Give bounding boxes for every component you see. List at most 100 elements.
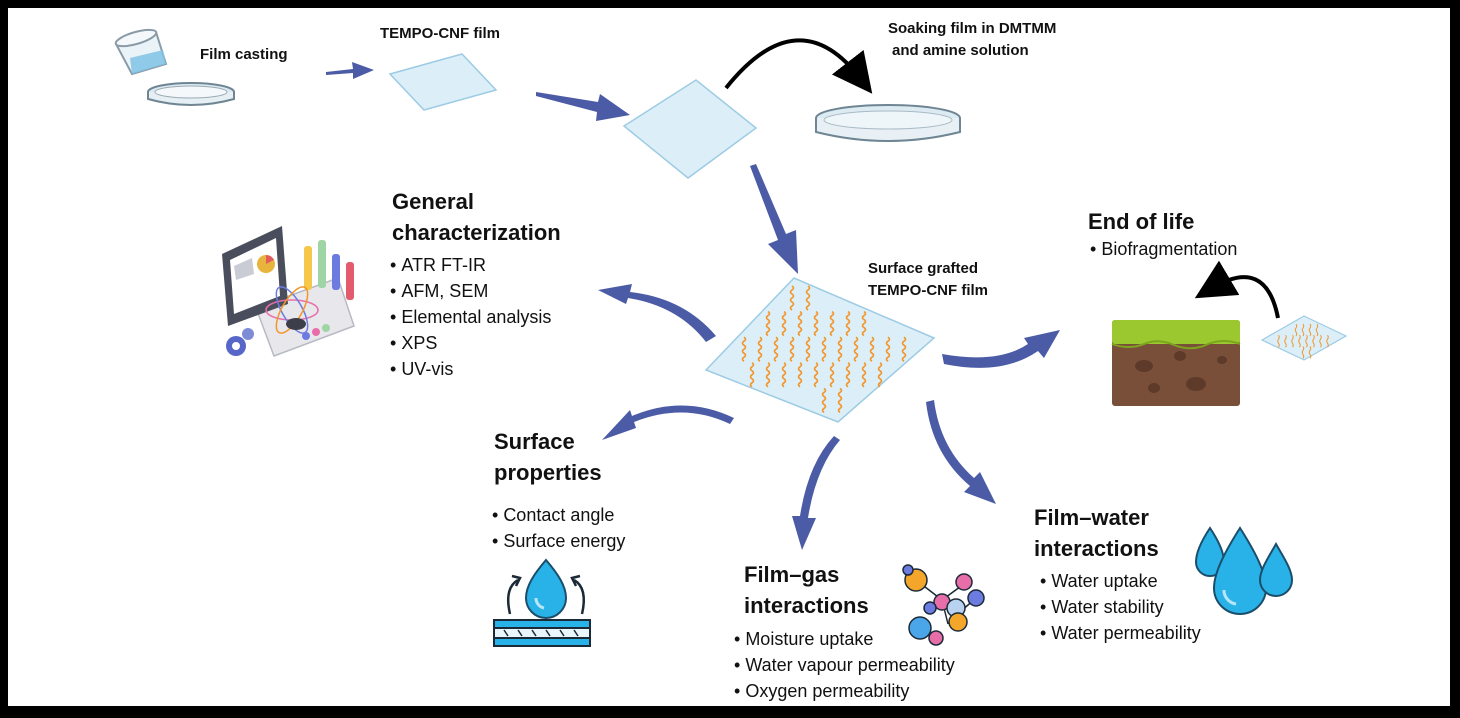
graft-chain: [861, 362, 867, 388]
graft-chain: [1301, 323, 1305, 337]
general-list: ATR FT-IR AFM, SEM Elemental analysis XP…: [390, 252, 551, 382]
graft-chain: [1277, 334, 1280, 348]
grafted-film: [704, 277, 936, 423]
water-item: Water stability: [1040, 594, 1201, 620]
arrow-to-characterization: [598, 284, 716, 342]
graft-chains: [741, 285, 907, 414]
general-title-line1: General: [392, 189, 474, 214]
surface-title-line2: properties: [494, 460, 602, 485]
film-casting-label: Film casting: [200, 46, 288, 63]
arrow-to-soaking-dish: [724, 38, 873, 94]
graft-chain: [901, 336, 907, 362]
arrow-film-to-film: [536, 92, 630, 121]
grafted-label-line1: Surface grafted: [868, 260, 979, 277]
gas-item: Moisture uptake: [734, 626, 955, 652]
graft-chain: [869, 336, 875, 362]
graft-chain: [1326, 334, 1329, 348]
graft-chain: [797, 362, 803, 388]
arrow-to-end-of-life: [942, 330, 1060, 368]
graft-chain: [789, 336, 795, 362]
graft-chain: [1291, 334, 1294, 348]
graft-chain: [821, 336, 827, 362]
grafted-label-line2: TEMPO-CNF film: [868, 282, 988, 299]
general-item: Elemental analysis: [390, 304, 551, 330]
diagram-frame: Film casting TEMPO-CNF film Soaking film…: [6, 6, 1452, 708]
graft-chain: [781, 362, 787, 388]
gas-item: Oxygen permeability: [734, 678, 955, 704]
graft-chain: [781, 310, 787, 337]
water-item: Water permeability: [1040, 620, 1200, 646]
graft-chain: [837, 387, 843, 414]
end-of-life-item: Biofragmentation: [1090, 236, 1237, 262]
graft-chain: [813, 362, 819, 388]
beaker-icon: [114, 28, 168, 76]
graft-chain: [837, 336, 843, 362]
graft-chain: [829, 362, 835, 388]
graft-chain: [885, 336, 891, 362]
graft-chain: [853, 336, 859, 362]
water-drop-icon: [493, 558, 591, 647]
arrow-to-film-gas: [792, 436, 840, 550]
soaking-label-line2: and amine solution: [892, 42, 1029, 59]
graft-chain: [1308, 323, 1312, 337]
graft-chain: [1315, 323, 1319, 337]
graft-chain: [805, 285, 811, 311]
graft-chain: [821, 387, 827, 414]
tempo-film: [388, 53, 498, 111]
graft-chain: [861, 310, 867, 337]
graft-chain: [1301, 346, 1305, 359]
graft-chain: [797, 310, 803, 337]
small-graft-chains: [1277, 323, 1329, 359]
arrow-to-surface-properties: [602, 405, 734, 440]
graft-chain: [1305, 334, 1308, 348]
surface-title-line1: Surface: [494, 429, 575, 454]
surface-item: Surface energy: [492, 528, 625, 554]
graft-chain: [765, 362, 771, 388]
general-item: ATR FT-IR: [390, 252, 551, 278]
arrow-to-film-water: [926, 400, 996, 504]
general-item: XPS: [390, 330, 551, 356]
graft-chain: [741, 336, 747, 362]
gas-item: Water vapour permeability: [734, 652, 954, 678]
gas-title-line2: interactions: [744, 593, 869, 618]
graft-chain: [757, 336, 763, 362]
graft-chain: [1284, 334, 1287, 348]
general-item: UV-vis: [390, 356, 551, 382]
graft-chain: [813, 310, 819, 337]
petri-dish-icon: [147, 82, 235, 106]
graft-chain: [1319, 334, 1322, 348]
general-title-line2: characterization: [392, 220, 561, 245]
soil-icon: [1111, 320, 1241, 406]
graft-chain: [1298, 334, 1301, 348]
end-of-life-title: End of life: [1088, 209, 1195, 234]
soaking-label-line1: Soaking film in DMTMM: [888, 20, 1057, 37]
graft-chain: [1312, 334, 1315, 348]
arrow-to-soil: [1194, 260, 1280, 319]
end-of-life-list: Biofragmentation: [1090, 236, 1237, 262]
analytics-computer-icon: [222, 226, 355, 357]
water-title-line2: interactions: [1034, 536, 1159, 561]
film-tilted: [622, 79, 758, 179]
graft-chain: [829, 310, 835, 337]
arrow-to-grafted-film: [750, 164, 798, 274]
water-item: Water uptake: [1040, 568, 1201, 594]
diagram-artwork: [114, 28, 1348, 647]
gas-title-line1: Film–gas: [744, 562, 840, 587]
water-drops-icon: [1194, 526, 1294, 615]
tempo-film-label: TEMPO-CNF film: [380, 25, 500, 42]
soaking-dish-icon: [815, 104, 961, 142]
graft-chain: [1308, 346, 1312, 359]
gas-list: Moisture uptake Water vapour permeabilit…: [734, 626, 955, 704]
graft-chain: [845, 310, 851, 337]
graft-chain: [765, 310, 771, 337]
graft-chain: [805, 336, 811, 362]
arrow-casting-to-film: [326, 62, 374, 79]
graft-chain: [773, 336, 779, 362]
graft-chain: [1294, 323, 1298, 337]
graft-chain: [749, 362, 755, 388]
general-item: AFM, SEM: [390, 278, 551, 304]
surface-item: Contact angle: [492, 502, 625, 528]
water-list: Water uptake Water stability Water perme…: [1040, 568, 1201, 646]
small-grafted-film: [1260, 315, 1348, 361]
graft-chain: [877, 362, 883, 388]
